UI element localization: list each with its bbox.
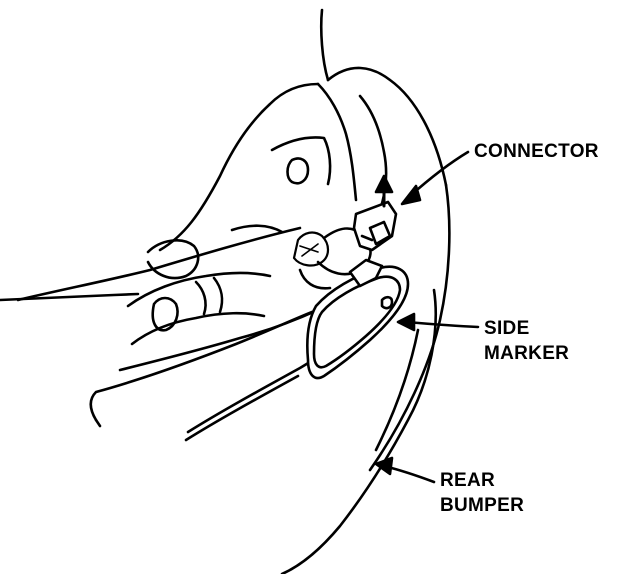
- connector-leader-arrowhead: [400, 184, 422, 206]
- rear-bumper-leader-arrowhead: [374, 456, 394, 476]
- side-marker-leader-line: [404, 320, 480, 329]
- connector-label: CONNECTOR: [474, 139, 599, 164]
- side-marker-label-line-2: MARKER: [484, 343, 570, 364]
- rear-bumper-label-line-1: REAR: [440, 470, 496, 491]
- connector-part: [352, 200, 398, 252]
- removal-direction-arrow: [374, 174, 394, 208]
- side-marker-label: SIDE MARKER: [484, 316, 569, 366]
- side-marker-label-line-1: SIDE: [484, 318, 530, 339]
- trunk-inner-structure: [89, 82, 388, 442]
- rear-bumper-label: REAR BUMPER: [440, 468, 524, 518]
- leader-lines: [374, 150, 480, 484]
- connector-label-text: CONNECTOR: [474, 141, 599, 162]
- side-marker-leader-arrowhead: [396, 312, 416, 332]
- rear-bumper-label-line-2: BUMPER: [440, 495, 525, 516]
- quarter-panel-outline: [0, 8, 451, 472]
- side-marker-lamp: [305, 258, 410, 380]
